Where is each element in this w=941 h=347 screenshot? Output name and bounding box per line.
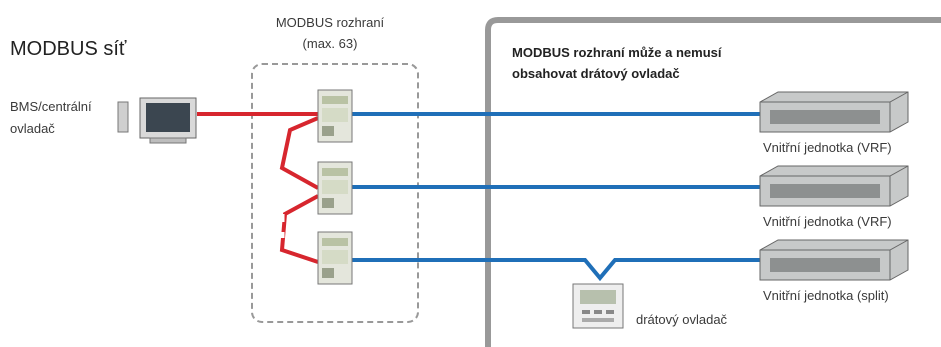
interface-label-line1: MODBUS rozhraní (275, 15, 385, 30)
interface-module (317, 161, 353, 215)
indoor-unit-label: Vnitřní jednotka (VRF) (763, 214, 892, 229)
blue-line-3 (352, 258, 760, 282)
interface-note: MODBUS rozhraní může a nemusí obsahovat … (512, 42, 742, 84)
indoor-unit-label: Vnitřní jednotka (VRF) (763, 140, 892, 155)
indoor-unit-icon (759, 165, 909, 207)
interface-label: MODBUS rozhraní (max. 63) (235, 12, 425, 54)
indoor-unit-label: Vnitřní jednotka (split) (763, 288, 889, 303)
interface-note-line1: MODBUS rozhraní může a nemusí (512, 45, 722, 60)
indoor-unit-icon (759, 91, 909, 133)
bms-label-line1: BMS/centrální (10, 99, 92, 114)
interface-module (317, 89, 353, 143)
interface-note-line2: obsahovat drátový ovladač (512, 66, 680, 81)
interface-group-box (251, 63, 419, 323)
bms-computer-icon (117, 97, 197, 144)
indoor-area-frame (485, 17, 941, 347)
bms-label-line2: ovladač (10, 121, 55, 136)
indoor-unit-icon (759, 239, 909, 281)
network-title: MODBUS síť (10, 38, 127, 60)
interface-label-line2: (max. 63) (302, 36, 358, 51)
interface-chain-line (279, 116, 319, 264)
bms-label: BMS/centrální ovladač (10, 96, 120, 140)
interface-module (317, 231, 353, 285)
wired-controller-label: drátový ovladač (636, 312, 728, 327)
wired-controller-icon (572, 283, 624, 329)
